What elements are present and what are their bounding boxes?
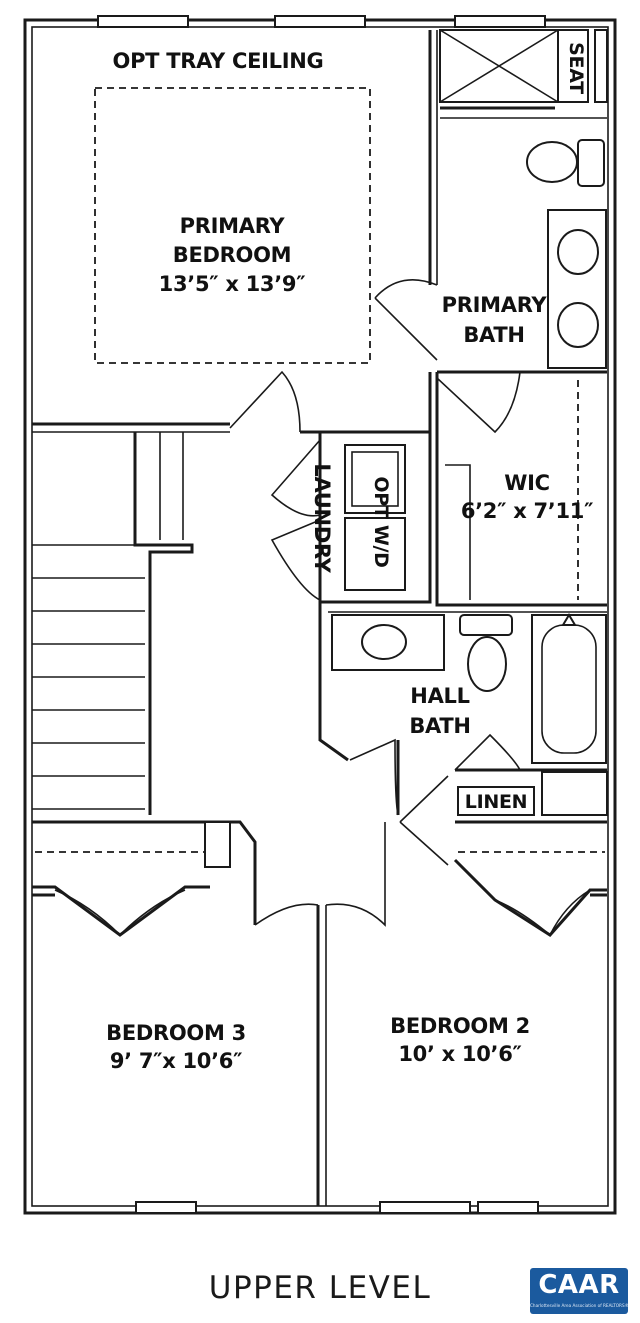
bedroom2-closet-front: [453, 858, 607, 937]
primary-bath-label: PRIMARY: [442, 293, 548, 317]
linen-closet: [457, 786, 535, 816]
hall-bath-label: HALL: [410, 684, 469, 708]
caar-logo: CAAR Charlottesville Area Association of…: [530, 1268, 628, 1314]
vanity-sink: [557, 229, 599, 275]
primary-bedroom-wall: [300, 372, 432, 434]
hall-sink: [361, 624, 407, 660]
bedroom3-closet-front: [32, 885, 210, 937]
laundry-label: LAUNDRY: [310, 463, 334, 573]
window: [274, 15, 366, 28]
primary-bath-label: BATH: [463, 323, 524, 347]
tub-faucet: [561, 613, 577, 626]
closet-panel: [204, 821, 231, 868]
tray-ceiling-label: OPT TRAY CEILING: [113, 49, 324, 73]
primary-bedroom-size: 13’5″ x 13’9″: [159, 272, 306, 296]
linen-shelf: [541, 771, 608, 816]
wic-size: 6’2″ x 7’11″: [461, 499, 593, 523]
door-swing: [270, 439, 321, 517]
hall-toilet-bowl: [467, 636, 507, 692]
door-swing: [374, 278, 438, 361]
shower-drain-lines: [439, 29, 559, 103]
stair-treads: [32, 544, 145, 810]
shower-bench: [594, 29, 608, 103]
door-swing: [399, 775, 449, 866]
wic-shelf: [445, 464, 471, 600]
wic-wall: [435, 372, 607, 607]
door-swing: [325, 822, 386, 927]
hall-bath-label: BATH: [409, 714, 470, 738]
dryer-door: [351, 451, 399, 507]
opt-wd-label: OPT W/D: [370, 476, 392, 567]
door-swing: [229, 370, 301, 433]
caar-logo-tagline: Charlottesville Area Association of REAL…: [530, 1303, 628, 1308]
seat-label: SEAT: [565, 42, 587, 94]
closet-door-swing: [54, 889, 186, 936]
window: [135, 1201, 197, 1214]
dryer: [344, 444, 406, 514]
window: [379, 1201, 471, 1214]
primary-bedroom-label: PRIMARY: [180, 214, 286, 238]
door-swing: [349, 738, 399, 816]
door-swing: [454, 733, 521, 771]
linen-label: LINEN: [465, 791, 527, 813]
stair-rail: [159, 432, 184, 540]
hall-toilet-tank: [459, 614, 513, 636]
closet-door-swing: [494, 889, 591, 936]
hall-bath-wall: [318, 602, 349, 762]
laundry-closet: [318, 430, 432, 604]
door-swing: [436, 371, 521, 434]
wic-label: WIC: [504, 471, 550, 495]
toilet-bowl: [526, 141, 578, 183]
caar-logo-text: CAAR: [538, 1270, 620, 1300]
window: [454, 15, 546, 28]
door-swing: [270, 519, 321, 601]
bedroom3-label: BEDROOM 3: [106, 1021, 246, 1045]
primary-bedroom-label: BEDROOM: [173, 243, 291, 267]
bedroom3-closet-wall: [32, 820, 257, 925]
bedroom2-label: BEDROOM 2: [390, 1014, 530, 1038]
window: [477, 1201, 539, 1214]
tray-ceiling-outline: [94, 87, 371, 364]
toilet-tank: [577, 139, 605, 187]
bedroom2-size: 10’ x 10’6″: [398, 1042, 521, 1066]
window: [97, 15, 189, 28]
stair-wall: [133, 432, 194, 815]
vanity-sink: [557, 302, 599, 348]
tub: [531, 614, 607, 764]
shower-seat: [557, 29, 589, 103]
bedroom3-size: 9’ 7″x 10’6″: [110, 1049, 242, 1073]
washer: [344, 517, 406, 591]
floor-level-title: UPPER LEVEL: [208, 1270, 432, 1306]
door-swing: [254, 903, 319, 926]
